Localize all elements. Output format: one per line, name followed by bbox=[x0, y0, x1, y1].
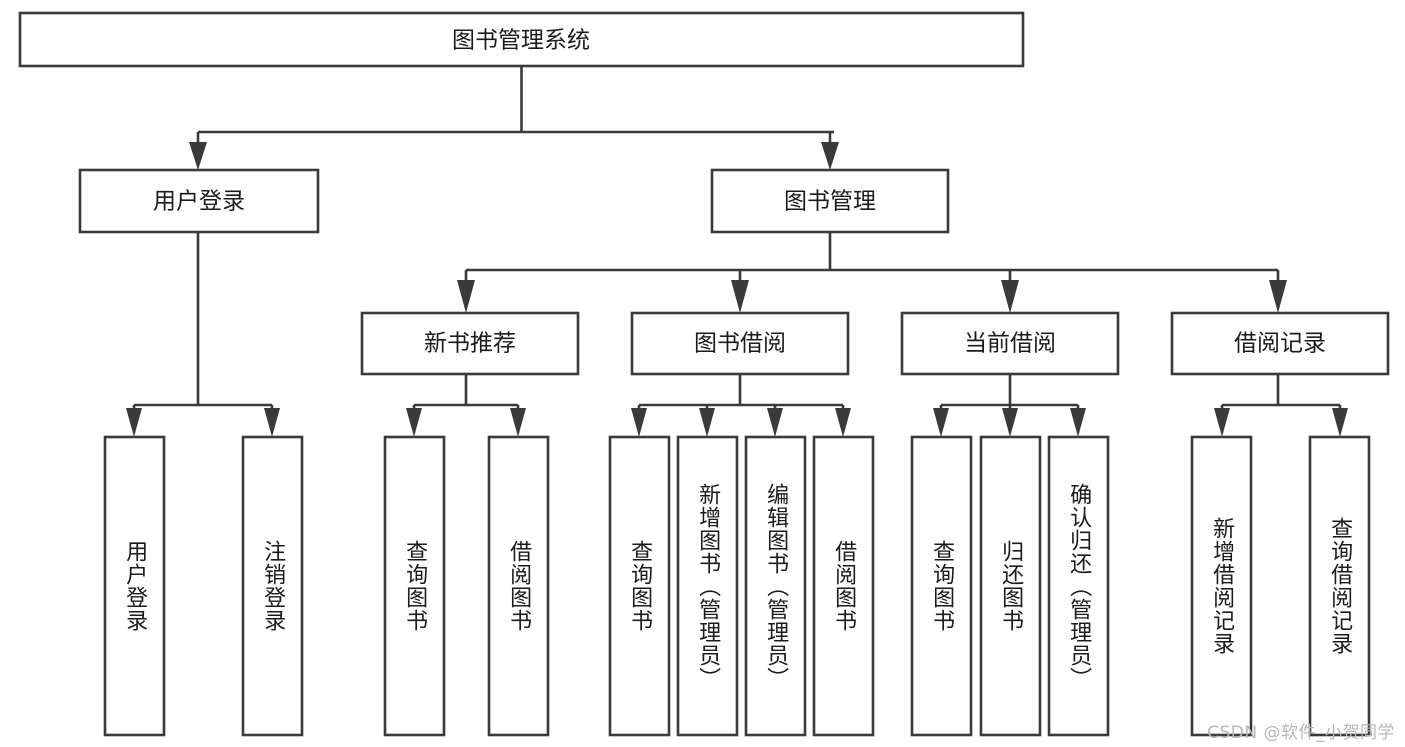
connector-group-new-book bbox=[406, 374, 526, 437]
arrow-head-bb-child-1 bbox=[631, 408, 647, 437]
arrow-head-bb-child-4 bbox=[835, 408, 851, 437]
leaf-box-book-borrow-1[interactable] bbox=[608, 435, 671, 737]
node-root-label: 图书管理系统 bbox=[452, 28, 590, 54]
leaf-box-borrow-record-2[interactable] bbox=[1308, 435, 1371, 737]
leaf-box-borrow-record-1[interactable] bbox=[1190, 435, 1253, 737]
arrow-head-bb-child-2 bbox=[699, 408, 715, 437]
leaf-boxes-book-borrow bbox=[608, 435, 875, 737]
arrow-head-book-mgmt bbox=[821, 142, 839, 170]
leaf-boxes-new-book-recommend bbox=[383, 435, 550, 737]
arrow-head-new-book bbox=[457, 280, 475, 313]
leaf-box-new-book-2[interactable] bbox=[487, 435, 550, 737]
watermark-text: CSDN @软件_小贺同学 bbox=[1207, 723, 1395, 743]
connector-group-book-mgmt bbox=[457, 232, 1287, 313]
leaf-box-current-borrow-1[interactable] bbox=[910, 435, 973, 737]
node-borrow-record[interactable]: 借阅记录 bbox=[1170, 311, 1390, 376]
leaf-box-book-borrow-2[interactable] bbox=[676, 435, 739, 737]
node-new-book-recommend[interactable]: 新书推荐 bbox=[360, 311, 580, 376]
arrow-head-ul-child-2 bbox=[264, 408, 280, 437]
node-root[interactable]: 图书管理系统 bbox=[18, 11, 1025, 68]
arrow-head-user-login bbox=[189, 142, 207, 170]
arrow-head-nb-child-1 bbox=[406, 408, 422, 437]
node-borrow-record-box[interactable] bbox=[1170, 311, 1390, 376]
node-book-borrow[interactable]: 图书借阅 bbox=[630, 311, 850, 376]
node-current-borrow-box[interactable] bbox=[900, 311, 1120, 376]
node-borrow-record-label: 借阅记录 bbox=[1234, 331, 1326, 357]
leaf-boxes-current-borrow bbox=[910, 435, 1110, 737]
arrow-head-bb-child-3 bbox=[767, 408, 783, 437]
leaf-box-current-borrow-2[interactable] bbox=[979, 435, 1042, 737]
arrow-head-book-borrow bbox=[731, 280, 749, 313]
leaf-box-book-borrow-4[interactable] bbox=[812, 435, 875, 737]
connector-group-root bbox=[189, 66, 839, 170]
node-new-book-recommend-label: 新书推荐 bbox=[424, 331, 516, 357]
node-user-login-box[interactable] bbox=[78, 168, 320, 234]
connector-group-user-login bbox=[126, 232, 280, 437]
node-user-login-label: 用户登录 bbox=[153, 189, 245, 215]
node-user-login[interactable]: 用户登录 bbox=[78, 168, 320, 234]
node-current-borrow[interactable]: 当前借阅 bbox=[900, 311, 1120, 376]
arrow-head-br-child-2 bbox=[1332, 408, 1348, 437]
leaf-box-new-book-1[interactable] bbox=[383, 435, 446, 737]
node-root-box[interactable] bbox=[18, 11, 1025, 68]
arrow-head-ul-child-1 bbox=[126, 408, 142, 437]
arrow-head-cb-child-1 bbox=[933, 408, 949, 437]
leaf-box-current-borrow-3[interactable] bbox=[1047, 435, 1110, 737]
node-current-borrow-label: 当前借阅 bbox=[964, 331, 1056, 357]
node-book-borrow-box[interactable] bbox=[630, 311, 850, 376]
connector-group-current-borrow bbox=[933, 374, 1086, 437]
node-book-borrow-label: 图书借阅 bbox=[694, 331, 786, 357]
arrow-head-cb-child-3 bbox=[1070, 408, 1086, 437]
connector-group-borrow-record bbox=[1214, 374, 1348, 437]
leaf-boxes-user-login bbox=[103, 435, 304, 737]
arrow-head-nb-child-2 bbox=[510, 408, 526, 437]
leaf-box-user-login-1[interactable] bbox=[103, 435, 166, 737]
node-book-management[interactable]: 图书管理 bbox=[710, 168, 950, 234]
node-book-management-label: 图书管理 bbox=[784, 189, 876, 215]
leaf-box-book-borrow-3[interactable] bbox=[744, 435, 807, 737]
connector-group-book-borrow bbox=[631, 374, 851, 437]
leaf-boxes-borrow-record bbox=[1190, 435, 1371, 737]
node-book-management-box[interactable] bbox=[710, 168, 950, 234]
arrow-head-borrow-record bbox=[1269, 280, 1287, 313]
arrow-head-cb-child-2 bbox=[1002, 408, 1018, 437]
arrow-head-current-borrow bbox=[1001, 280, 1019, 313]
arrow-head-br-child-1 bbox=[1214, 408, 1230, 437]
node-new-book-recommend-box[interactable] bbox=[360, 311, 580, 376]
leaf-box-user-login-2[interactable] bbox=[241, 435, 304, 737]
